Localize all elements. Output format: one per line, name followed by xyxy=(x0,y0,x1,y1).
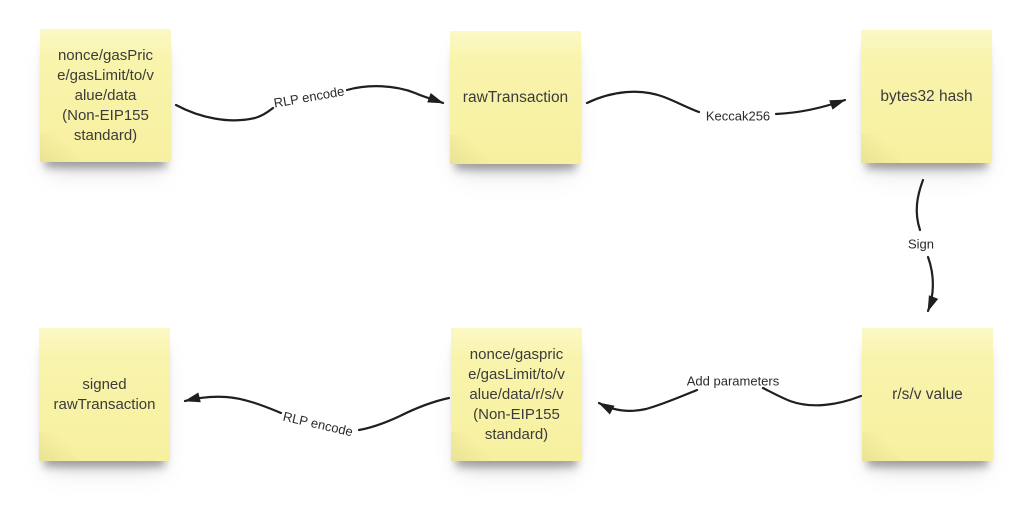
connector-rlp-encode-bottom-b xyxy=(183,392,283,415)
connector-add-parameters-b xyxy=(597,388,699,415)
sticky-note-raw-transaction: rawTransaction xyxy=(450,31,581,164)
connector-sign-a xyxy=(915,178,925,232)
edge-label-rlp-encode-top: RLP encode xyxy=(272,83,346,111)
edge-label-sign: Sign xyxy=(907,236,935,252)
connector-keccak256-b xyxy=(774,98,847,116)
sticky-note-label: nonce/gasPric e/gasLimit/to/v alue/data … xyxy=(57,46,154,144)
sticky-note-tx-fields-with-rsv: nonce/gaspric e/gasLimit/to/v alue/data/… xyxy=(451,328,582,461)
sticky-note-label: bytes32 hash xyxy=(880,87,973,105)
edge-label-rlp-encode-bottom: RLP encode xyxy=(281,408,355,440)
sticky-note-tx-fields: nonce/gasPric e/gasLimit/to/v alue/data … xyxy=(40,29,171,162)
sticky-note-bytes32-hash: bytes32 hash xyxy=(861,30,992,163)
edge-label-keccak256: Keccak256 xyxy=(705,108,771,124)
connector-rlp-encode-top-b xyxy=(345,85,445,105)
sticky-note-label: r/s/v value xyxy=(892,385,963,403)
sticky-note-label: rawTransaction xyxy=(462,88,569,106)
connector-rlp-encode-bottom-a xyxy=(357,396,451,432)
sticky-note-label: nonce/gaspric e/gasLimit/to/v alue/data/… xyxy=(468,345,565,443)
connector-add-parameters-a xyxy=(761,386,863,407)
sticky-note-signed-raw-transaction: signed rawTransaction xyxy=(39,328,170,461)
connector-sign-b xyxy=(926,255,939,313)
edge-label-add-parameters: Add parameters xyxy=(686,373,780,389)
sticky-note-label: signed rawTransaction xyxy=(53,375,156,413)
connector-rlp-encode-top-a xyxy=(174,103,275,122)
sticky-note-rsv-value: r/s/v value xyxy=(862,328,993,461)
connector-keccak256-a xyxy=(585,90,701,114)
